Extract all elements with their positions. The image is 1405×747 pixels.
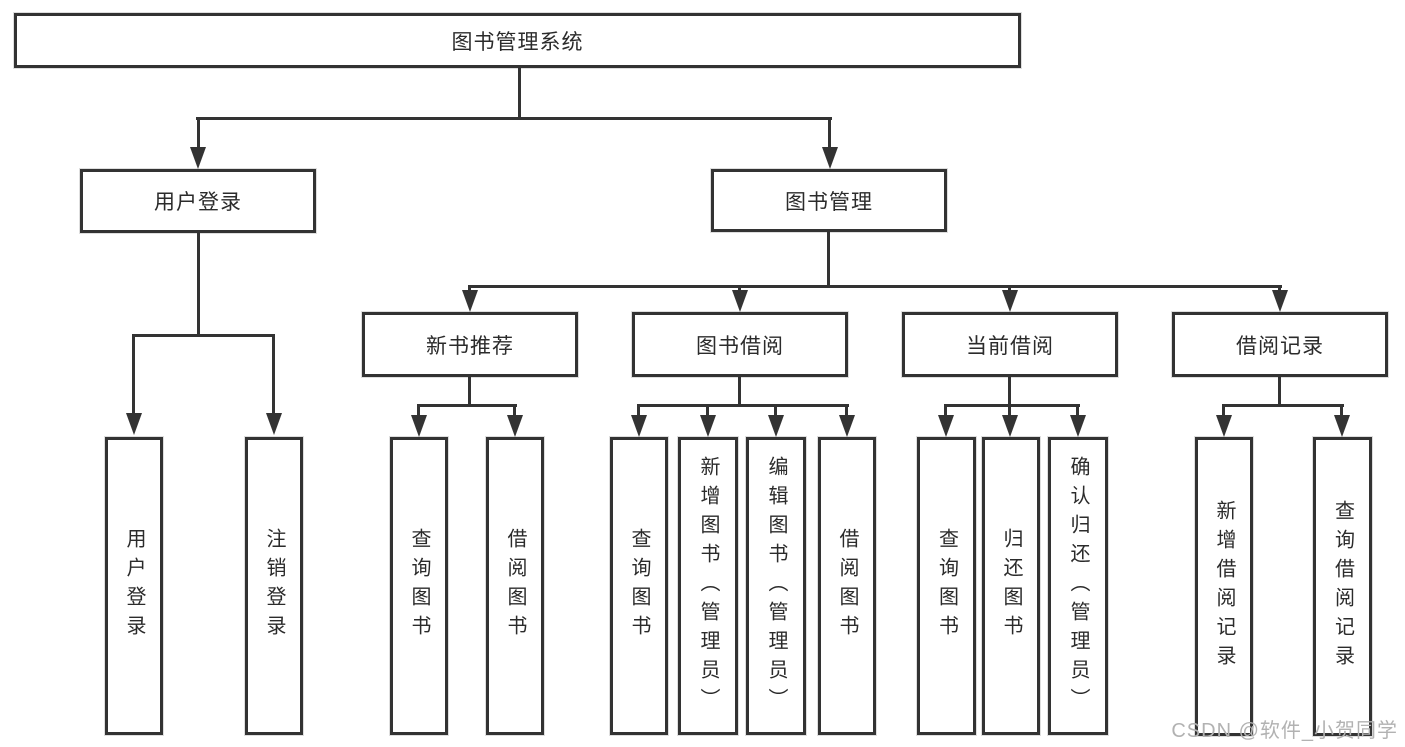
edge-bookmgmt-stub	[827, 232, 830, 287]
node-bb-edit: 编辑图书（管理员）	[746, 437, 806, 735]
node-new-book-rec: 新书推荐	[362, 312, 578, 377]
node-book-mgmt: 图书管理	[711, 169, 947, 232]
arrowhead-down-icon	[462, 290, 478, 312]
arrowhead-down-icon	[1070, 415, 1086, 437]
node-ul-logout-label: 注销登录	[263, 528, 285, 644]
edge-to-bb-add	[706, 406, 709, 416]
node-cb-confirm: 确认归还（管理员）	[1048, 437, 1108, 735]
node-borrow-records: 借阅记录	[1172, 312, 1388, 377]
arrowhead-down-icon	[1334, 415, 1350, 437]
node-user-login-label: 用户登录	[154, 191, 242, 214]
edge-root-rail	[196, 117, 832, 120]
node-book-mgmt-label: 图书管理	[785, 190, 873, 214]
edge-to-cb-confirm	[1076, 406, 1079, 416]
edge-borrowrecords-stub	[1278, 377, 1281, 406]
arrowhead-down-icon	[1002, 415, 1018, 437]
edge-borrowrecords-rail	[1222, 404, 1344, 407]
edge-to-bb-borrow	[845, 406, 848, 416]
arrowhead-down-icon	[839, 415, 855, 437]
arrowhead-down-icon	[126, 413, 142, 435]
arrowhead-down-icon	[411, 415, 427, 437]
node-nbr-query-label: 查询图书	[408, 528, 430, 644]
edge-to-bb-query	[637, 406, 640, 416]
arrowhead-down-icon	[822, 147, 838, 169]
node-nbr-query: 查询图书	[390, 437, 448, 735]
edge-newbookrec-stub	[468, 377, 471, 407]
edge-userlogin-rail	[132, 334, 275, 337]
node-user-login: 用户登录	[80, 169, 316, 233]
node-ul-logout: 注销登录	[245, 437, 303, 735]
edge-to-cb-return	[1008, 406, 1011, 416]
edge-to-ul-login	[132, 336, 135, 413]
node-bb-edit-label: 编辑图书（管理员）	[765, 455, 787, 717]
edge-to-currentborrow	[1008, 287, 1011, 292]
arrowhead-down-icon	[1272, 290, 1288, 312]
node-bb-add: 新增图书（管理员）	[678, 437, 738, 735]
arrowhead-down-icon	[1216, 415, 1232, 437]
node-book-borrow: 图书借阅	[632, 312, 848, 377]
node-current-borrow: 当前借阅	[902, 312, 1118, 377]
node-cb-return: 归还图书	[982, 437, 1040, 735]
edge-root-bookmgmt	[828, 119, 831, 147]
arrowhead-down-icon	[938, 415, 954, 437]
node-cb-query-label: 查询图书	[935, 528, 958, 644]
edge-to-br-query	[1340, 406, 1343, 416]
node-cb-return-label: 归还图书	[1000, 528, 1022, 644]
edge-root-userlogin	[197, 119, 200, 147]
arrowhead-down-icon	[266, 413, 282, 435]
node-br-query: 查询借阅记录	[1313, 437, 1372, 736]
edge-root-stub	[518, 68, 521, 119]
node-cb-query: 查询图书	[917, 437, 976, 735]
arrowhead-down-icon	[700, 415, 716, 437]
arrowhead-down-icon	[631, 415, 647, 437]
node-current-borrow-label: 当前借阅	[966, 334, 1054, 358]
node-bb-query-label: 查询图书	[628, 528, 650, 644]
edge-userlogin-stub	[197, 233, 200, 336]
arrowhead-down-icon	[1002, 290, 1018, 312]
edge-to-ul-logout	[272, 336, 275, 413]
node-nbr-borrow-label: 借阅图书	[504, 528, 526, 644]
node-root: 图书管理系统	[14, 13, 1021, 68]
node-ul-login: 用户登录	[105, 437, 163, 735]
node-br-add: 新增借阅记录	[1195, 437, 1253, 736]
node-bb-borrow-label: 借阅图书	[836, 528, 858, 644]
node-borrow-records-label: 借阅记录	[1236, 334, 1324, 358]
edge-bookborrow-stub	[738, 377, 741, 406]
edge-to-borrowrecords	[1278, 287, 1281, 292]
edge-to-br-add	[1222, 406, 1225, 416]
csdn-watermark: CSDN @软件_小贺同学	[1171, 720, 1398, 742]
edge-to-nbr-query	[417, 406, 420, 416]
edge-bookborrow-rail	[637, 404, 849, 407]
node-root-label: 图书管理系统	[451, 30, 584, 54]
arrowhead-down-icon	[768, 415, 784, 437]
node-br-query-label: 查询借阅记录	[1331, 499, 1354, 674]
node-bb-borrow: 借阅图书	[818, 437, 876, 735]
edge-currentborrow-rail	[944, 404, 1080, 407]
edge-to-nbr-borrow	[513, 406, 516, 416]
node-book-borrow-label: 图书借阅	[696, 334, 784, 358]
edge-to-bookborrow	[738, 287, 741, 292]
edge-bookmgmt-rail	[468, 285, 1282, 288]
node-cb-confirm-label: 确认归还（管理员）	[1067, 455, 1089, 717]
arrowhead-down-icon	[507, 415, 523, 437]
node-bb-query: 查询图书	[610, 437, 668, 735]
node-ul-login-label: 用户登录	[123, 528, 145, 644]
node-new-book-rec-label: 新书推荐	[426, 334, 514, 358]
arrowhead-down-icon	[732, 290, 748, 312]
edge-to-newbookrec	[468, 287, 471, 292]
edge-currentborrow-stub	[1008, 377, 1011, 407]
arrowhead-down-icon	[190, 147, 206, 169]
node-nbr-borrow: 借阅图书	[486, 437, 544, 735]
edge-to-bb-edit	[774, 406, 777, 416]
edge-to-cb-query	[944, 406, 947, 416]
node-br-add-label: 新增借阅记录	[1213, 499, 1235, 674]
node-bb-add-label: 新增图书（管理员）	[697, 455, 719, 717]
edge-newbookrec-rail	[417, 404, 517, 407]
